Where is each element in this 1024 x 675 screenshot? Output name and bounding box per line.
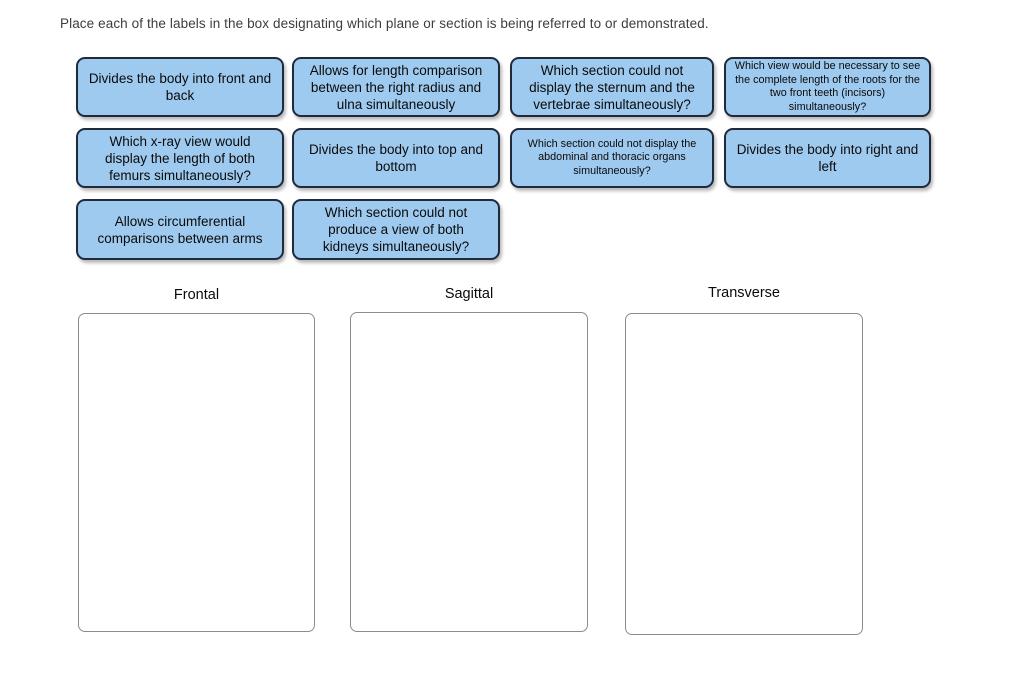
label-right-and-left[interactable]: Divides the body into right and left: [724, 128, 931, 188]
instruction-text: Place each of the labels in the box desi…: [60, 16, 709, 31]
dropzone-transverse[interactable]: [625, 313, 863, 635]
label-kidneys[interactable]: Which section could not produce a view o…: [292, 199, 500, 260]
label-femurs[interactable]: Which x-ray view would display the lengt…: [76, 128, 284, 188]
zone-title-sagittal: Sagittal: [444, 286, 494, 302]
label-radius-ulna[interactable]: Allows for length comparison between the…: [292, 57, 500, 117]
zone-title-transverse: Transverse: [708, 285, 780, 301]
label-front-and-back[interactable]: Divides the body into front and back: [76, 57, 284, 117]
label-abdominal-thoracic[interactable]: Which section could not display the abdo…: [510, 128, 714, 188]
label-top-and-bottom[interactable]: Divides the body into top and bottom: [292, 128, 500, 188]
zone-title-frontal: Frontal: [173, 287, 220, 303]
dropzone-sagittal[interactable]: [350, 312, 588, 632]
dropzone-frontal[interactable]: [78, 313, 315, 632]
label-incisors[interactable]: Which view would be necessary to see the…: [724, 57, 931, 117]
label-arms[interactable]: Allows circumferential comparisons betwe…: [76, 199, 284, 260]
label-sternum-vertebrae[interactable]: Which section could not display the ster…: [510, 57, 714, 117]
